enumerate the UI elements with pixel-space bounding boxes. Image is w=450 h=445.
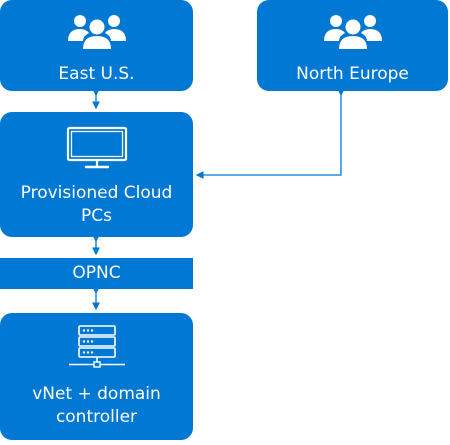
cloud-pcs-label-line2: PCs [81,206,112,226]
server-icon [68,325,125,368]
vnet-label-line2: controller [55,407,138,427]
opnc-label: OPNC [72,263,121,283]
north-europe-node: North Europe [257,0,448,91]
cloud-pcs-label-line1: Provisioned Cloud [20,183,173,203]
north-europe-label: North Europe [296,64,409,84]
users-icon [67,15,126,49]
opnc-node: OPNC [0,258,193,289]
vnet-label-line1: vNet + domain [32,384,161,404]
users-icon [323,15,382,49]
monitor-icon [66,126,127,169]
east-us-node: East U.S. [0,0,193,91]
vnet-node: vNet + domain controller [0,313,193,440]
connector-northeurope-cloudpcs [195,88,345,179]
east-us-label: East U.S. [58,64,135,84]
cloud-pcs-node: Provisioned Cloud PCs [0,112,193,237]
